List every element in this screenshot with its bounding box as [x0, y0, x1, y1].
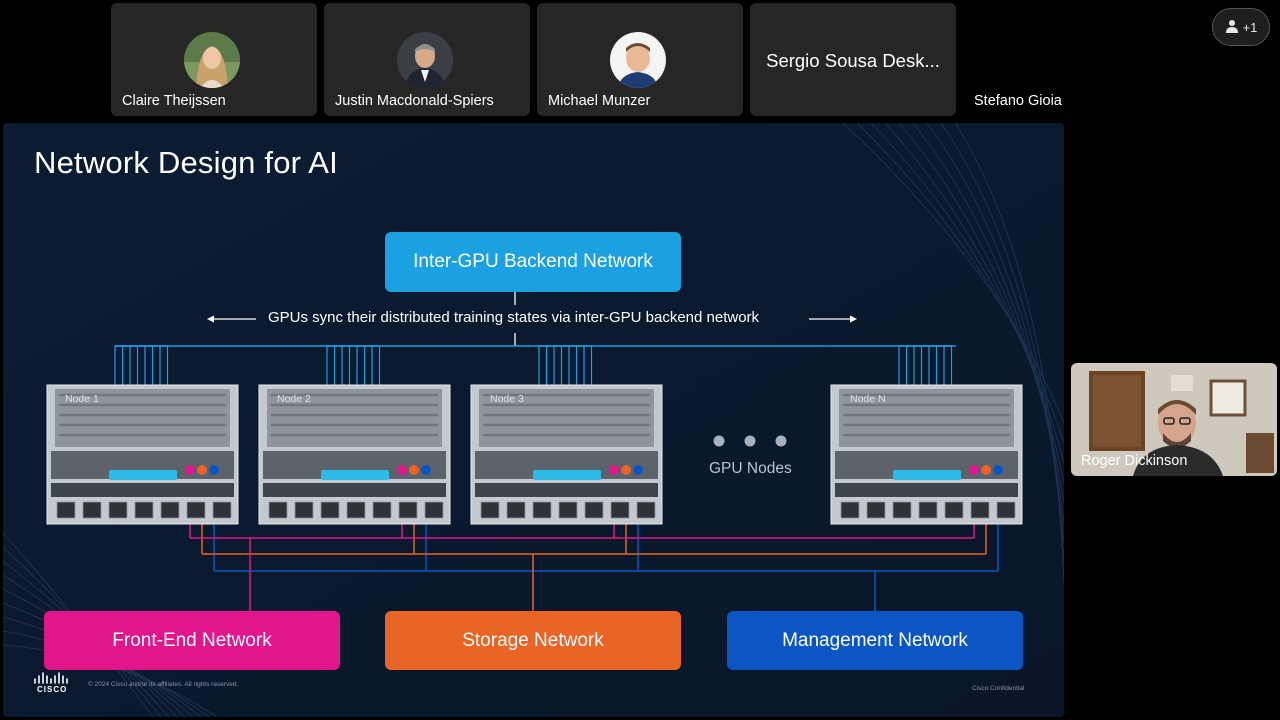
confidential-label: Cisco Confidential [972, 685, 1025, 692]
overflow-count: +1 [1242, 19, 1258, 35]
port-dot [621, 465, 631, 475]
left-arrow-head [207, 315, 214, 323]
participant-name: Claire Theijssen [122, 93, 226, 109]
front-end-network-box: Front-End Network [44, 611, 340, 670]
node-label: Node 2 [277, 393, 311, 405]
shared-screen: Network Design for AI Inter-GPU Backend … [3, 123, 1064, 717]
node-label: Node N [850, 393, 886, 405]
participant-name[interactable]: Stefano Gioia [974, 93, 1062, 109]
port-dot [633, 465, 643, 475]
node-label: Node 3 [490, 393, 524, 405]
video-feed [1071, 363, 1277, 476]
self-view-tile[interactable]: Roger Dickinson [1071, 363, 1277, 476]
participant-name: Justin Macdonald-Spiers [335, 93, 494, 109]
port-dot [609, 465, 619, 475]
gpu-server [470, 384, 663, 525]
participant-tile[interactable]: Claire Theijssen [111, 3, 317, 116]
storage-network-box: Storage Network [385, 611, 681, 670]
gpu-server [258, 384, 451, 525]
sync-caption: GPUs sync their distributed training sta… [268, 309, 760, 326]
participant-tile[interactable]: Michael Munzer [537, 3, 743, 116]
avatar [184, 32, 240, 88]
participant-name: Sergio Sousa Desk... [766, 50, 940, 71]
avatar [610, 32, 666, 88]
gpu-nodes-label: GPU Nodes [709, 460, 792, 477]
more-participants-button[interactable]: +1 [1212, 8, 1270, 46]
copyright-text: © 2024 Cisco and/or its affiliates. All … [88, 681, 239, 688]
ellipsis-dot [775, 435, 787, 447]
port-dot [197, 465, 207, 475]
participant-name: Michael Munzer [548, 93, 651, 109]
port-dot [397, 465, 407, 475]
port-dot [185, 465, 195, 475]
port-dot [421, 465, 431, 475]
participant-tile[interactable]: Justin Macdonald-Spiers [324, 3, 530, 116]
port-dot [969, 465, 979, 475]
ellipsis-dot [713, 435, 725, 447]
port-dot [409, 465, 419, 475]
avatar [397, 32, 453, 88]
port-dot [981, 465, 991, 475]
slide-title: Network Design for AI [34, 145, 338, 180]
cisco-wordmark: CISCO [37, 685, 68, 694]
backend-network-box: Inter-GPU Backend Network [385, 232, 681, 292]
right-arrow-head [850, 315, 857, 323]
self-view-name: Roger Dickinson [1081, 453, 1188, 469]
person-icon [1225, 19, 1239, 36]
node-label: Node 1 [65, 393, 99, 405]
cisco-logo-icon [34, 672, 68, 684]
participant-tile[interactable]: Sergio Sousa Desk... [750, 3, 956, 116]
port-dot [209, 465, 219, 475]
management-network-box: Management Network [727, 611, 1023, 670]
gpu-server [46, 384, 239, 525]
ellipsis-dot [744, 435, 756, 447]
port-dot [993, 465, 1003, 475]
gpu-server [830, 384, 1023, 525]
